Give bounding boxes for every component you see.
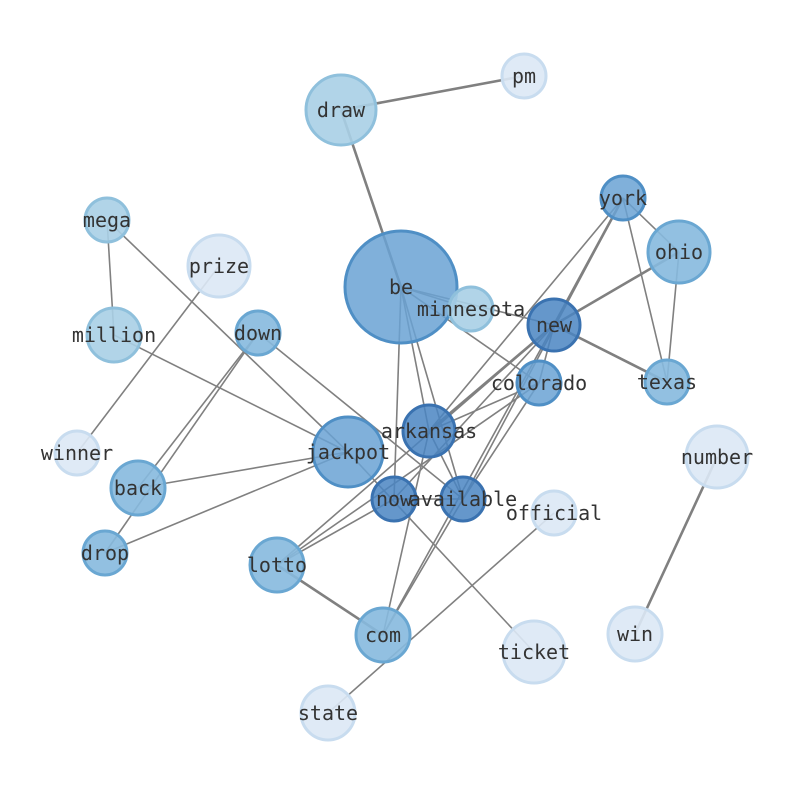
edge-down-back [137,332,259,489]
node-arkansas: arkansas [381,403,477,459]
node-com: com [354,606,412,664]
node-label-winner: winner [41,441,113,465]
node-label-arkansas: arkansas [381,419,477,443]
edge-prize-winner [76,265,220,454]
edge-million-jackpot [113,334,349,453]
edge-mega-jackpot [106,219,349,453]
edge-york-texas [622,197,668,383]
node-lotto: lotto [247,536,307,594]
node-circle-million [85,306,143,364]
node-label-jackpot: jackpot [306,440,390,464]
node-label-down: down [234,321,282,345]
edge-jackpot-drop [104,451,349,554]
node-label-texas: texas [637,370,697,394]
node-label-new: new [536,313,573,337]
node-draw: draw [304,73,378,147]
node-label-available: available [409,487,517,511]
node-circle-prize [186,233,252,299]
node-official: official [506,489,602,537]
node-circle-now [370,475,418,523]
node-label-now: now [376,487,413,511]
node-circle-colorado [515,359,563,407]
node-ticket: ticket [498,619,570,685]
node-label-drop: drop [81,541,129,565]
node-circle-win [606,605,664,663]
node-ohio: ohio [646,219,712,285]
edge-down-available [257,332,464,500]
node-now: now [370,475,418,523]
edge-colorado-lotto [276,382,540,566]
node-circle-mega [83,196,131,244]
node-million: million [72,306,156,364]
node-circle-official [530,489,578,537]
node-label-number: number [681,445,753,469]
node-circle-number [684,424,750,490]
node-circle-texas [643,358,691,406]
node-circle-down [234,309,282,357]
node-circle-draw [304,73,378,147]
node-label-official: official [506,501,602,525]
node-circle-state [299,684,357,742]
node-label-ohio: ohio [655,240,703,264]
node-label-prize: prize [189,254,249,278]
node-circle-back [109,459,167,517]
node-back: back [109,459,167,517]
node-circle-drop [81,529,129,577]
node-pm: pm [500,52,548,100]
node-be: be [343,229,459,345]
node-label-pm: pm [512,64,536,88]
node-label-back: back [114,476,162,500]
node-colorado: colorado [491,359,587,407]
nodes-layer: be pm draw york ohio mega prize minnesota new mil… [41,52,753,742]
node-drop: drop [81,529,129,577]
node-label-lotto: lotto [247,553,307,577]
node-circle-jackpot [311,415,385,489]
node-circle-lotto [248,536,306,594]
node-available: available [409,475,517,523]
node-circle-arkansas [401,403,457,459]
node-circle-ohio [646,219,712,285]
node-circle-com [354,606,412,664]
node-circle-new [526,297,582,353]
edge-york-arkansas [428,197,624,432]
node-prize: prize [186,233,252,299]
node-label-ticket: ticket [498,640,570,664]
node-label-com: com [365,623,401,647]
edge-number-win [633,456,719,635]
node-number: number [681,424,753,490]
node-circle-ticket [501,619,567,685]
edge-down-drop [104,332,259,554]
node-label-be: be [389,275,413,299]
node-win: win [606,605,664,663]
node-circle-winner [53,429,101,477]
edge-official-state [327,512,555,714]
node-circle-available [439,475,487,523]
node-circle-be [343,229,459,345]
node-jackpot: jackpot [306,415,390,489]
node-circle-york [599,174,647,222]
node-state: state [298,684,358,742]
node-label-york: york [599,186,647,210]
node-york: york [599,174,647,222]
node-mega: mega [83,196,131,244]
node-winner: winner [41,429,113,477]
node-texas: texas [637,358,697,406]
node-label-million: million [72,323,156,347]
node-circle-pm [500,52,548,100]
edge-arkansas-com [382,430,430,636]
node-label-state: state [298,701,358,725]
node-new: new [526,297,582,353]
node-label-colorado: colorado [491,371,587,395]
node-circle-minnesota [447,285,495,333]
node-minnesota: minnesota [417,285,525,333]
node-label-draw: draw [317,98,366,122]
node-label-mega: mega [83,208,131,232]
node-down: down [234,309,282,357]
node-label-win: win [617,622,653,646]
node-label-minnesota: minnesota [417,297,525,321]
